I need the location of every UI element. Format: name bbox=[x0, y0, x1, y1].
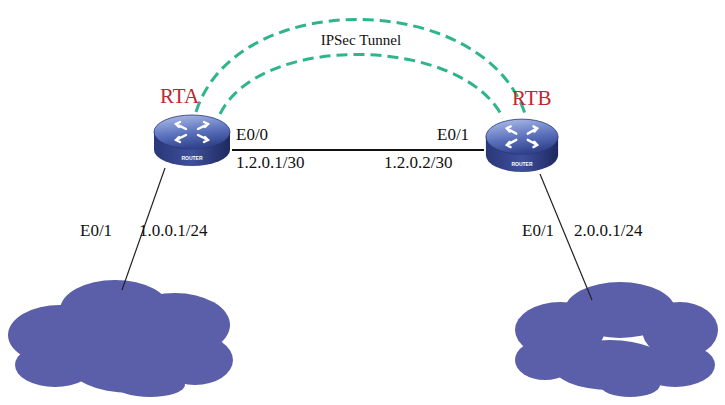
router-caption: ROUTER bbox=[181, 156, 202, 161]
interface-label: 1.2.0.1/30 bbox=[236, 154, 304, 172]
interface-label: 2.0.0.1/24 bbox=[574, 222, 642, 240]
tunnel-arc bbox=[220, 54, 503, 118]
router-name: RTB bbox=[512, 88, 552, 109]
link-line bbox=[232, 149, 484, 151]
interface-label: E0/1 bbox=[522, 222, 554, 240]
right-cloud bbox=[515, 282, 718, 397]
router-caption: ROUTER bbox=[511, 162, 532, 167]
router-node: RTAROUTER bbox=[152, 112, 232, 168]
router-node: RTBROUTER bbox=[484, 116, 560, 174]
interface-label: 1.0.0.1/24 bbox=[139, 222, 207, 240]
left-cloud bbox=[8, 280, 233, 397]
tunnel-label: IPSec Tunnel bbox=[318, 32, 404, 49]
interface-label: E0/1 bbox=[80, 222, 112, 240]
interface-label: E0/1 bbox=[437, 126, 469, 144]
tunnel-arc bbox=[196, 19, 526, 116]
interface-label: E0/0 bbox=[236, 126, 268, 144]
router-name: RTA bbox=[160, 86, 199, 107]
interface-label: 1.2.0.2/30 bbox=[384, 154, 452, 172]
